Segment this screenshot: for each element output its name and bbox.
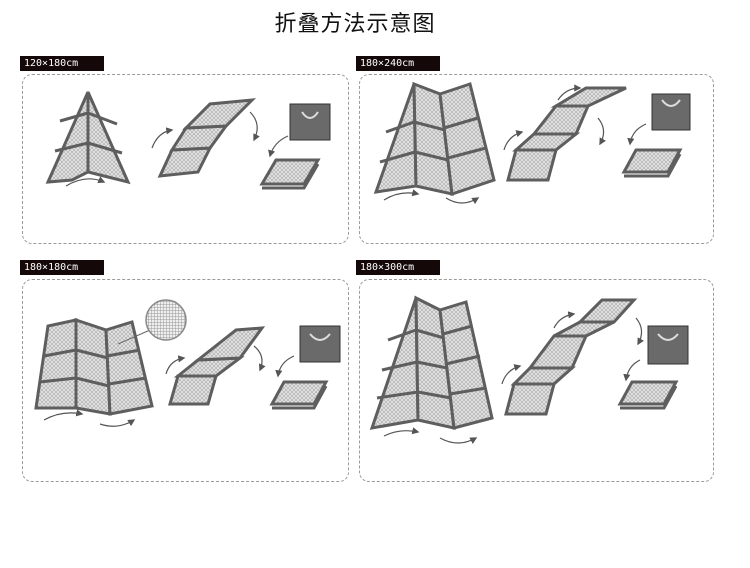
panel-3 bbox=[22, 279, 349, 482]
curved-arrow-icon bbox=[99, 419, 136, 427]
curved-arrow-icon bbox=[623, 359, 641, 382]
curved-arrow-icon bbox=[553, 311, 576, 329]
storage-bag-icon bbox=[299, 325, 341, 363]
page-title: 折叠方法示意图 bbox=[274, 12, 436, 37]
curved-arrow-icon bbox=[445, 197, 480, 205]
curved-arrow-icon bbox=[165, 355, 186, 375]
mat-stack-icon bbox=[621, 148, 683, 178]
size-label-3: 180×180cm bbox=[20, 260, 104, 275]
folding-mat-icon bbox=[45, 91, 131, 185]
curved-arrow-icon bbox=[249, 111, 260, 142]
storage-bag-icon bbox=[651, 93, 691, 131]
curved-arrow-icon bbox=[268, 135, 289, 158]
size-label-2: 180×240cm bbox=[356, 56, 440, 71]
folding-mat-icon bbox=[373, 81, 496, 197]
curved-arrow-icon bbox=[151, 127, 174, 149]
folded-mat-icon bbox=[157, 98, 257, 178]
curved-arrow-icon bbox=[597, 117, 606, 146]
mat-stack-icon bbox=[617, 380, 679, 410]
size-label-1: 120×180cm bbox=[20, 56, 104, 71]
folded-mat-icon bbox=[504, 298, 638, 416]
curved-arrow-icon bbox=[501, 364, 522, 385]
curved-arrow-icon bbox=[43, 409, 84, 421]
curved-arrow-icon bbox=[627, 123, 647, 146]
curved-arrow-icon bbox=[275, 355, 295, 378]
size-label-4: 180×300cm bbox=[356, 260, 440, 275]
curved-arrow-icon bbox=[503, 130, 524, 151]
curved-arrow-icon bbox=[383, 427, 420, 437]
curved-arrow-icon bbox=[253, 345, 266, 372]
panel-4 bbox=[359, 279, 714, 482]
folding-mat-icon bbox=[369, 295, 494, 430]
mat-stack-icon bbox=[259, 158, 321, 190]
storage-bag-icon bbox=[647, 325, 689, 365]
mat-stack-icon bbox=[269, 380, 329, 410]
panel-1 bbox=[22, 74, 349, 244]
folded-mat-icon bbox=[506, 86, 627, 182]
folding-mat-icon bbox=[34, 317, 154, 416]
curved-arrow-icon bbox=[635, 317, 644, 346]
panel-2 bbox=[359, 74, 714, 244]
storage-bag-icon bbox=[289, 103, 331, 141]
curved-arrow-icon bbox=[65, 176, 106, 187]
curved-arrow-icon bbox=[439, 437, 478, 444]
curved-arrow-icon bbox=[383, 189, 420, 201]
folded-mat-icon bbox=[168, 326, 266, 406]
curved-arrow-icon bbox=[557, 84, 582, 101]
magnifier-detail-icon bbox=[117, 299, 187, 345]
